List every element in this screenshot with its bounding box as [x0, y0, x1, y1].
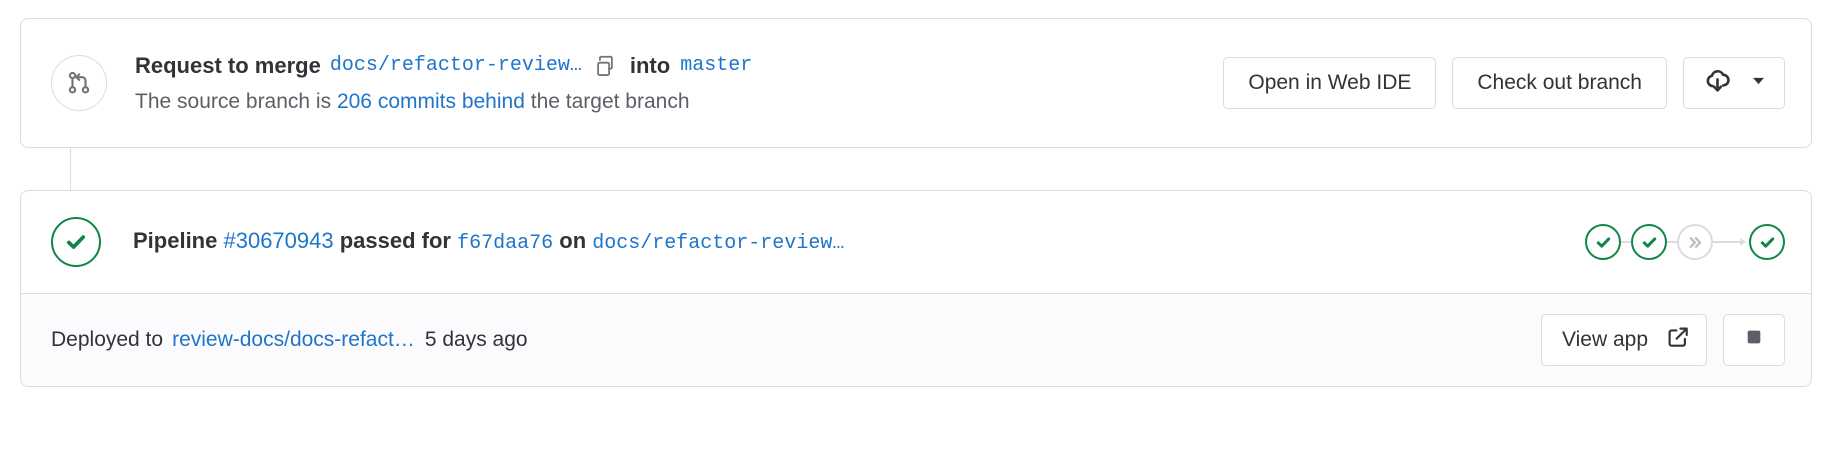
- external-link-icon: [1666, 325, 1690, 355]
- deployment-footer: Deployed to review-docs/docs-refact… 5 d…: [21, 293, 1811, 386]
- into-label: into: [629, 52, 671, 78]
- open-in-web-ide-button[interactable]: Open in Web IDE: [1223, 57, 1437, 109]
- pipeline-stage-3[interactable]: [1677, 224, 1713, 260]
- card-connector-line: [70, 148, 71, 190]
- target-branch-link[interactable]: master: [680, 53, 753, 77]
- stop-environment-button[interactable]: [1723, 314, 1785, 366]
- merge-request-body: Request to merge docs/refactor-review… i…: [135, 51, 1199, 116]
- merge-request-widget: Request to merge docs/refactor-review… i…: [20, 18, 1812, 387]
- source-branch-link[interactable]: docs/refactor-review…: [329, 53, 582, 77]
- deployment-prefix: Deployed to: [51, 328, 164, 351]
- merge-request-icon: [51, 55, 107, 111]
- deployment-summary: Deployed to review-docs/docs-refact… 5 d…: [51, 328, 1541, 352]
- merge-title-prefix: Request to merge: [135, 52, 321, 78]
- deployment-environment-link[interactable]: review-docs/docs-refact…: [172, 328, 415, 351]
- stage-connector: [1667, 241, 1677, 243]
- pipeline-id-link[interactable]: #30670943: [223, 227, 334, 253]
- subtitle-prefix: The source branch is: [135, 89, 332, 113]
- pipeline-state: passed for: [339, 227, 451, 253]
- subtitle-suffix: the target branch: [530, 89, 690, 113]
- status-success-icon[interactable]: [51, 217, 101, 267]
- copy-icon[interactable]: [593, 54, 617, 78]
- merge-request-subtitle: The source branch is 206 commits behind …: [135, 88, 1199, 116]
- pipeline-card: Pipeline #30670943 passed for f67daa76 o…: [20, 190, 1812, 387]
- cloud-download-icon: [1704, 67, 1731, 100]
- download-dropdown-button[interactable]: [1683, 57, 1785, 109]
- stop-icon: [1743, 326, 1765, 354]
- merge-request-card: Request to merge docs/refactor-review… i…: [20, 18, 1812, 148]
- merge-request-actions: Open in Web IDE Check out branch: [1223, 57, 1785, 109]
- commits-behind-link[interactable]: 206 commits behind: [336, 89, 525, 113]
- pipeline-stage-2[interactable]: [1631, 224, 1667, 260]
- chevron-down-icon: [1749, 71, 1768, 96]
- deployment-actions: View app: [1540, 314, 1785, 366]
- deployment-timestamp: 5 days ago: [424, 328, 528, 351]
- pipeline-label: Pipeline: [133, 227, 218, 253]
- view-app-label: View app: [1561, 328, 1648, 351]
- pipeline-commit-link[interactable]: f67daa76: [457, 231, 554, 255]
- pipeline-row: Pipeline #30670943 passed for f67daa76 o…: [21, 191, 1811, 293]
- stage-connector: [1621, 241, 1631, 243]
- pipeline-on-label: on: [559, 227, 587, 253]
- pipeline-ref-link[interactable]: docs/refactor-review…: [592, 231, 845, 255]
- pipeline-summary: Pipeline #30670943 passed for f67daa76 o…: [133, 226, 1565, 259]
- merge-request-title: Request to merge docs/refactor-review… i…: [135, 51, 1199, 81]
- stage-arrow-icon: [1713, 237, 1749, 247]
- view-app-button[interactable]: View app: [1540, 314, 1707, 366]
- pipeline-stage-1[interactable]: [1585, 224, 1621, 260]
- check-out-branch-button[interactable]: Check out branch: [1452, 57, 1667, 109]
- pipeline-stage-4[interactable]: [1749, 224, 1785, 260]
- pipeline-stages: [1585, 224, 1785, 260]
